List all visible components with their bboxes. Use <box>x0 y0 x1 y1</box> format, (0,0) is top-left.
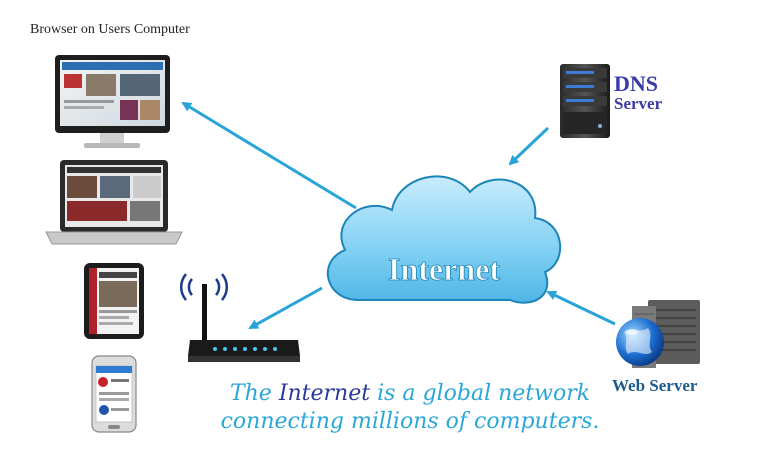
laptop-icon <box>45 160 183 245</box>
arrow-to-router <box>248 286 323 330</box>
diagram-caption: The Internet is a global network connect… <box>210 380 610 435</box>
arrow-from-webserver <box>546 290 616 326</box>
tablet-icon <box>84 263 144 339</box>
router-icon <box>179 273 300 362</box>
browser-caption: Browser on Users Computer <box>30 22 190 37</box>
dns-server-icon <box>560 64 610 138</box>
dns-label-line1: DNS <box>614 71 659 96</box>
arrow-from-dns <box>508 126 550 166</box>
caption-part1: The <box>229 381 279 406</box>
caption-line2: connecting millions of computers. <box>220 408 600 434</box>
caption-highlight: Internet <box>278 381 371 406</box>
arrow-to-monitor <box>181 101 357 210</box>
arrows <box>181 101 616 330</box>
monitor-icon <box>55 55 170 148</box>
web-server-label: Web Server <box>612 376 698 395</box>
phone-icon <box>91 355 137 433</box>
dns-server-label: DNS Server <box>614 72 662 113</box>
cloud-icon: Internet <box>327 175 562 304</box>
cloud-label: Internet <box>388 251 500 287</box>
globe-icon <box>616 318 664 366</box>
dns-label-line2: Server <box>614 94 663 114</box>
caption-line1: The Internet is a global network <box>210 380 610 408</box>
caption-part2: is a global network <box>370 381 591 406</box>
